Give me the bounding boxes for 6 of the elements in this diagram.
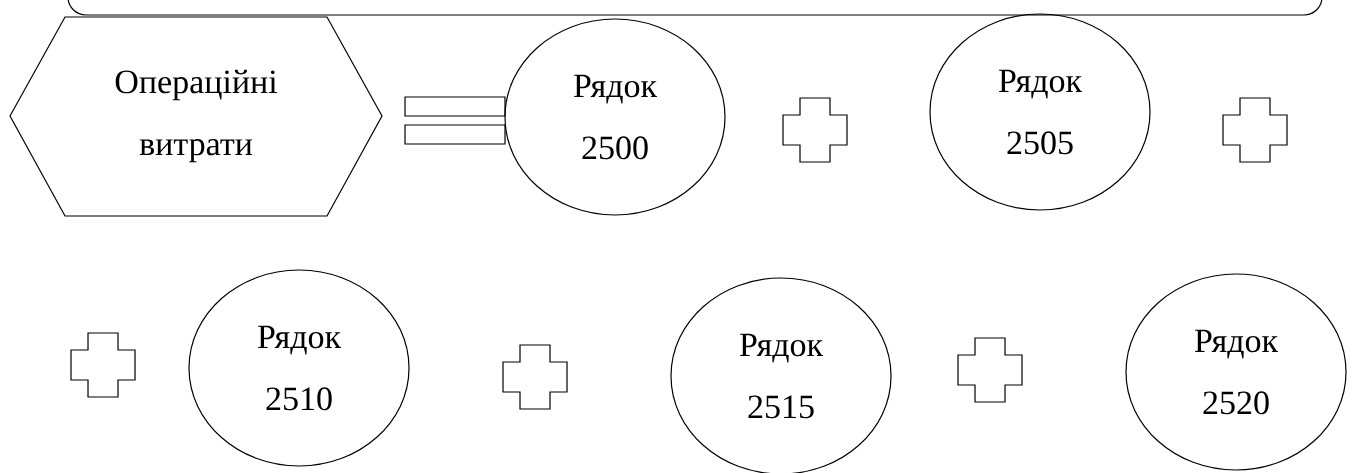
- ellipse-node: Рядок 2505: [929, 13, 1151, 211]
- hexagon-box: Операційні витрати: [9, 16, 383, 217]
- rounded-frame: [67, 0, 1323, 16]
- ellipse-node: Рядок 2520: [1125, 273, 1347, 471]
- ellipse-node: Рядок 2510: [188, 269, 410, 467]
- ellipse-node: Рядок 2500: [504, 18, 726, 216]
